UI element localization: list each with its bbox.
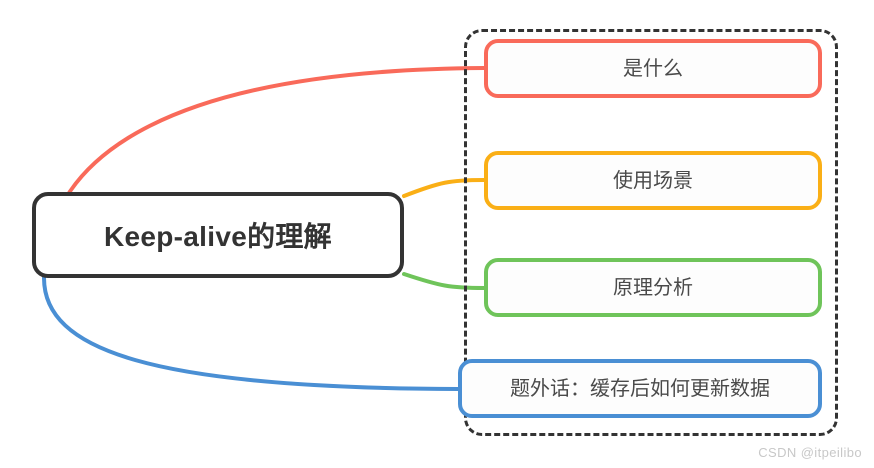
branch-node-0-label: 是什么 [623, 57, 683, 80]
root-node-label: Keep-alive的理解 [104, 221, 332, 252]
branch-node-3[interactable]: 题外话：缓存后如何更新数据 [458, 359, 822, 418]
branch-node-3-label: 题外话：缓存后如何更新数据 [510, 377, 770, 400]
branch-node-2[interactable]: 原理分析 [484, 258, 822, 317]
branch-node-0[interactable]: 是什么 [484, 39, 822, 98]
connector-branch-3 [42, 276, 460, 391]
branch-node-1-label: 使用场景 [613, 169, 693, 192]
root-node[interactable]: Keep-alive的理解 [32, 192, 404, 278]
branch-node-2-label: 原理分析 [613, 276, 693, 299]
branch-node-1[interactable]: 使用场景 [484, 151, 822, 210]
watermark: CSDN @itpeilibo [758, 445, 862, 460]
